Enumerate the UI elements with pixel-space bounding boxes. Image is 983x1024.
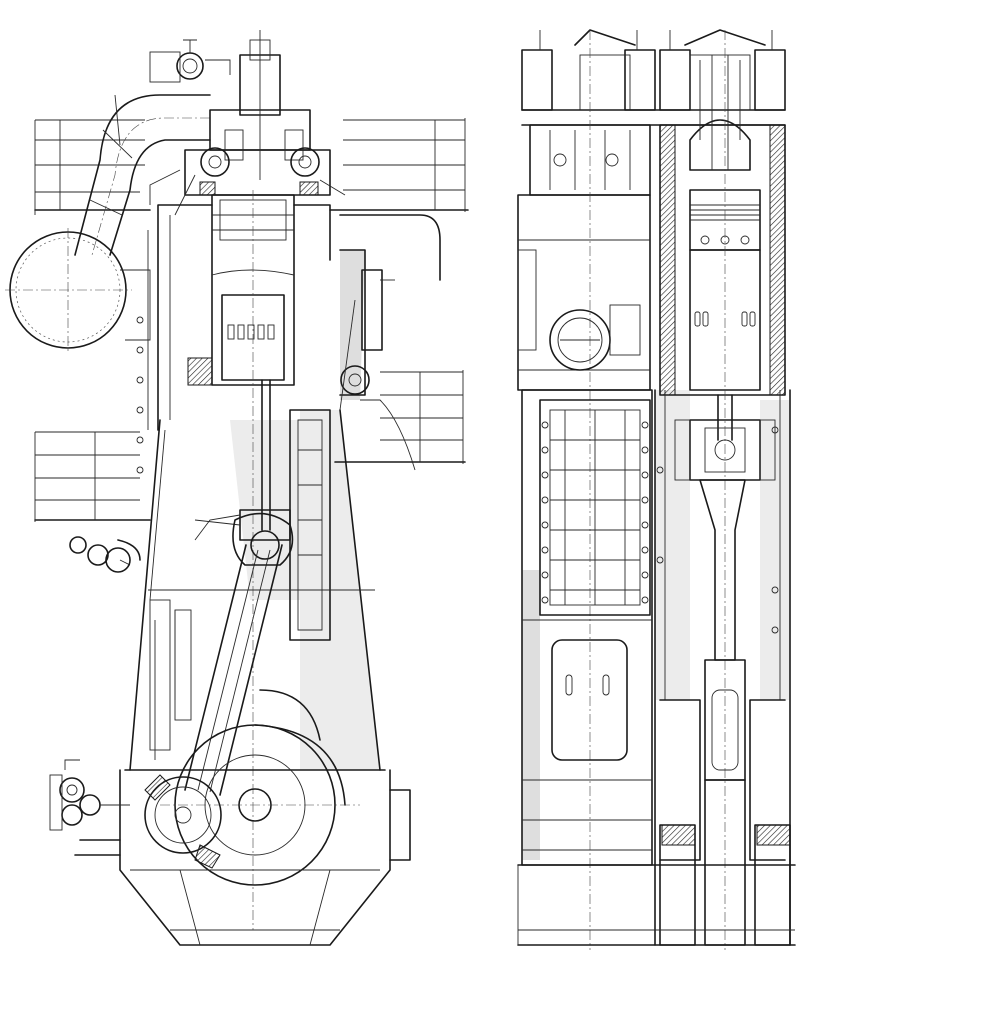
scavenge-ports — [227, 324, 275, 340]
longitudinal-shading — [522, 390, 790, 860]
platform-railings-left — [34, 119, 151, 522]
crankshaft-longitudinal — [517, 779, 796, 946]
exhaust-pipe — [74, 39, 231, 256]
cylinder-and-piston — [147, 190, 331, 930]
left-frame-lower — [521, 389, 653, 866]
liner-ports — [694, 311, 756, 327]
cylinder-head — [149, 30, 346, 216]
crankshaft — [144, 689, 360, 886]
inspection-hatch-round — [549, 309, 611, 371]
longitudinal-section-view — [517, 29, 796, 950]
connecting-rod-longitudinal — [699, 479, 746, 781]
exhaust-receiver — [5, 228, 151, 352]
camshaft-drive — [339, 249, 395, 411]
crankcase-door — [539, 399, 651, 616]
connecting-rod — [184, 512, 294, 796]
right-cylinder-section — [659, 30, 786, 950]
lubricating-pipes — [69, 316, 192, 760]
piston-rod-and-crosshead — [194, 379, 291, 560]
valve-gear-top — [521, 29, 786, 126]
guide-frame — [289, 409, 331, 641]
engine-frame — [119, 409, 386, 771]
lower-inspection-door — [551, 639, 628, 761]
platform-railings-right — [329, 118, 469, 471]
bedplate — [74, 769, 411, 946]
bottom-left-valves — [49, 759, 130, 831]
transverse-section-view — [5, 30, 469, 946]
